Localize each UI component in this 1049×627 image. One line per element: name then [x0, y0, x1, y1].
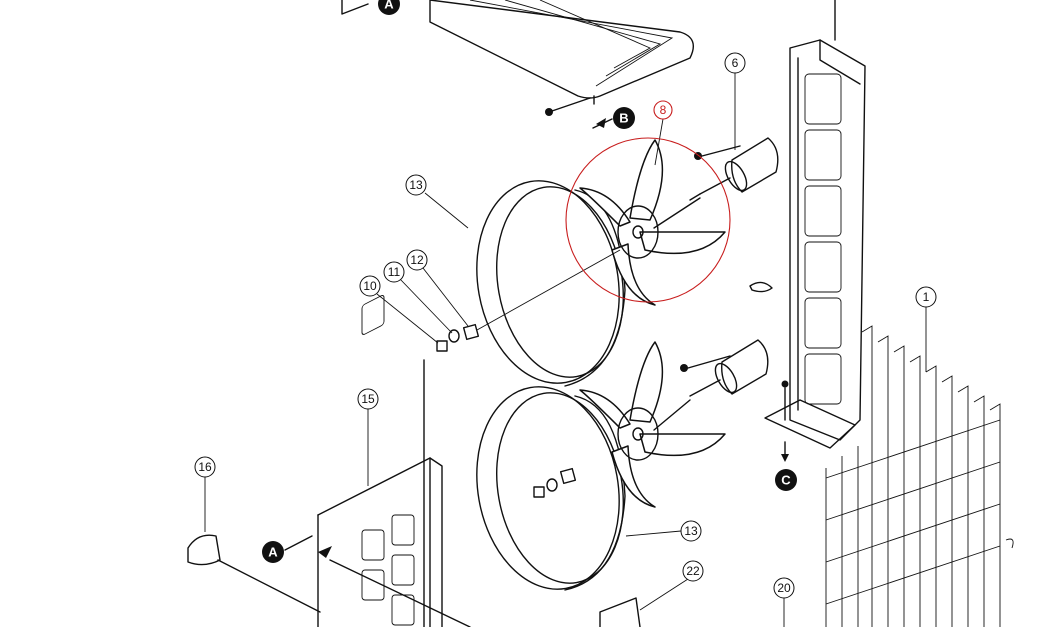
- handle: [187, 534, 321, 613]
- marker-c: C: [775, 469, 797, 491]
- callout-8: 8: [660, 103, 667, 117]
- bracket-screw: [781, 380, 789, 462]
- fan-motor-bottom: [680, 339, 769, 397]
- leader-lines: [204, 73, 927, 627]
- highlight-circle: 8: [565, 100, 731, 303]
- svg-text:11: 11: [388, 265, 401, 279]
- callout-1: 1: [915, 286, 937, 308]
- svg-text:A: A: [384, 0, 394, 12]
- fan-bracket: [764, 0, 866, 449]
- svg-text:22: 22: [686, 564, 700, 578]
- svg-text:13: 13: [684, 524, 698, 538]
- condenser-coil: [825, 325, 1014, 627]
- callout-15: 15: [357, 388, 379, 410]
- svg-text:15: 15: [361, 392, 375, 406]
- callout-20: 20: [773, 577, 795, 599]
- nut-washer-set-bottom: [533, 467, 577, 498]
- svg-text:13: 13: [409, 178, 423, 192]
- top-cover-panel: [429, 0, 694, 105]
- side-panel: [317, 294, 471, 627]
- callout-10: 10: [359, 275, 381, 297]
- callout-12: 12: [406, 249, 428, 271]
- bottom-bracket: [599, 597, 641, 627]
- svg-text:20: 20: [777, 581, 791, 595]
- cover-screw: [545, 97, 591, 116]
- fan-motor-top: [689, 137, 779, 201]
- svg-text:12: 12: [410, 253, 424, 267]
- motor-clip: [749, 281, 773, 293]
- fan-blade-bottom: [579, 341, 726, 508]
- fan-blade-top: [579, 139, 726, 306]
- svg-text:C: C: [781, 473, 791, 488]
- marker-b: B: [592, 107, 635, 129]
- callout-22: 22: [682, 560, 704, 582]
- marker-a-left: A: [262, 535, 332, 563]
- svg-text:1: 1: [923, 290, 930, 304]
- callout-6: 6: [724, 52, 746, 74]
- svg-text:A: A: [268, 545, 278, 560]
- callout-11: 11: [383, 261, 405, 283]
- svg-text:16: 16: [198, 460, 212, 474]
- callout-13-bottom: 13: [680, 520, 702, 542]
- svg-text:6: 6: [732, 56, 739, 70]
- marker-a-top: A: [341, 0, 400, 15]
- svg-text:10: 10: [363, 279, 377, 293]
- callout-13-top: 13: [405, 174, 427, 196]
- svg-text:B: B: [619, 111, 628, 126]
- callout-16: 16: [194, 456, 216, 478]
- nut-washer-set-top: [436, 249, 621, 352]
